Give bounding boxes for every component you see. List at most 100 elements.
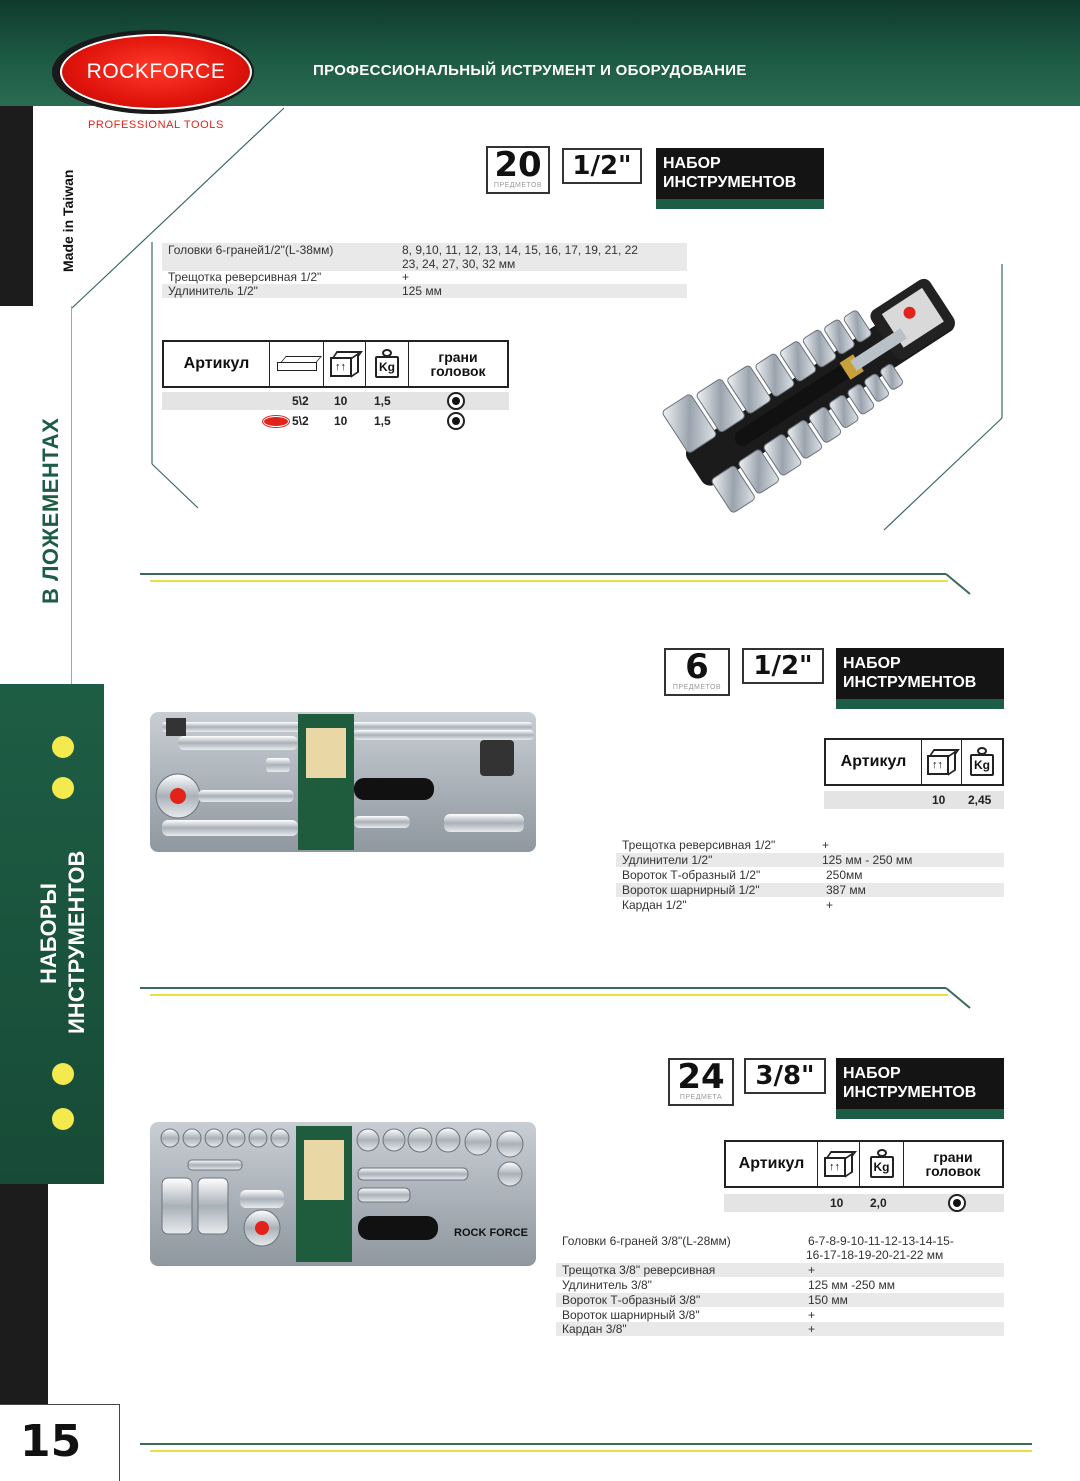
section-divider (140, 987, 971, 1009)
set2-spec-row: Трещотка реверсивная 1/2" + (616, 838, 1004, 852)
spec-value: + (808, 1322, 816, 1336)
set3-count-box: 24 ПРЕДМЕТА (668, 1058, 734, 1106)
logo-text: ROCKFORCE (86, 60, 226, 83)
set2-article-table: Артикул ↑↑ Kg (824, 738, 1004, 786)
section-label-line2: ИНСТРУМЕНТОВ (64, 850, 89, 1034)
set3-count-label: ПРЕДМЕТА (679, 1094, 723, 1101)
tray-icon (275, 354, 322, 374)
spec-value: + (822, 838, 830, 852)
bullet-dot (52, 1063, 74, 1085)
set1-title-badge: НАБОР ИНСТРУМЕНТОВ (656, 148, 824, 209)
weight-icon: Kg (969, 747, 995, 777)
spec-name: Кардан 3/8" (562, 1322, 627, 1336)
spec-value: 387 мм (826, 883, 866, 897)
page-number: 15 (20, 1416, 82, 1467)
hex-face-icon (447, 392, 465, 410)
set2-title-line1: НАБОР (843, 655, 901, 672)
set3-count: 24 (677, 1057, 725, 1097)
page-number-box (0, 1404, 120, 1481)
category-label: В ЛОЖЕМЕНТАХ (38, 417, 63, 604)
sidebar-dark-top (0, 106, 33, 306)
set2-spec-row: Вороток Т-образный 1/2" 250мм (616, 868, 1004, 882)
logo-oval (60, 34, 252, 110)
weight-header: Kg (962, 740, 1002, 784)
table-row: 10 2,45 (824, 791, 1004, 809)
sidebar-dark-bottom (0, 1184, 48, 1406)
set2-count-label: ПРЕДМЕТОВ (672, 684, 722, 691)
spec-name: Головки 6-граней 3/8"(L-28мм) (562, 1234, 731, 1248)
set1-count: 20 (494, 145, 542, 185)
set2-drive: 1/2" (742, 648, 824, 684)
bullet-dot (52, 777, 74, 799)
article-header: Артикул (826, 740, 922, 784)
tray-header (270, 342, 324, 386)
set2-count: 6 (685, 647, 709, 687)
spec-name: Вороток Т-образный 3/8" (562, 1293, 701, 1307)
qty-cell: 10 (334, 414, 348, 428)
set3-title-line2: ИНСТРУМЕНТОВ (843, 1084, 977, 1101)
qty-cell: 10 (830, 1196, 844, 1210)
bullet-dot (52, 1108, 74, 1130)
weight-header: Kg (366, 342, 409, 386)
spec-value: + (808, 1263, 816, 1277)
table-row: 5\2 10 1,5 (162, 392, 509, 410)
pack-cell: 5\2 (292, 394, 309, 408)
bottom-divider (140, 1443, 1032, 1452)
box-icon: ↑↑ (925, 747, 960, 777)
section-divider (140, 573, 971, 595)
spec-name: Головки 6-граней1/2"(L-38мм) (168, 243, 334, 257)
spec-value: 150 мм (808, 1293, 848, 1307)
spec-name: Удлинители 1/2" (622, 853, 713, 867)
spec-value: + (402, 270, 410, 284)
set3-spec-row: Кардан 3/8" + (556, 1322, 1004, 1336)
weight-cell: 2,45 (968, 793, 992, 807)
set1-spec-row: Головки 6-граней1/2"(L-38мм) 8, 9,10, 11… (162, 243, 687, 271)
article-header: Артикул (164, 342, 270, 386)
set2-spec-row: Удлинители 1/2" 125 мм - 250 мм (616, 853, 1004, 867)
weight-icon: Kg (374, 349, 400, 379)
sidebar-white-panel (0, 306, 72, 686)
table-row: 5\2 10 1,5 (162, 412, 509, 430)
weight-header: Kg (860, 1142, 904, 1186)
bullet-dot (52, 736, 74, 758)
spec-name: Трещотка реверсивная 1/2" (622, 838, 776, 852)
set3-spec-row: Трещотка 3/8" реверсивная + (556, 1263, 1004, 1277)
package-header: ↑↑ (324, 342, 366, 386)
set1-drive: 1/2" (562, 148, 642, 184)
spec-value: + (808, 1308, 816, 1322)
spec-value: 8, 9,10, 11, 12, 13, 14, 15, 16, 17, 19,… (402, 243, 638, 257)
set3-spec-row: Вороток шарнирный 3/8" + (556, 1308, 1004, 1322)
set2-title-badge: НАБОР ИНСТРУМЕНТОВ (836, 648, 1004, 709)
box-icon: ↑↑ (328, 349, 363, 379)
set1-spec-row: Удлинитель 1/2" 125 мм (162, 284, 687, 298)
set1-title-line1: НАБОР (663, 155, 721, 172)
spec-value-cont: 23, 24, 27, 30, 32 мм (402, 257, 516, 271)
set2-spec-row: Вороток шарнирный 1/2" 387 мм (616, 883, 1004, 897)
pack-cell: 5\2 (292, 414, 309, 428)
qty-cell: 10 (334, 394, 348, 408)
tray-brand-label: ROCK FORCE (454, 1227, 528, 1239)
spec-name: Трещотка 3/8" реверсивная (562, 1263, 716, 1277)
set2-product-image (150, 712, 536, 852)
spec-value: 125 мм -250 мм (808, 1278, 896, 1292)
set3-title-line1: НАБОР (843, 1065, 901, 1082)
table-row: 10 2,0 (724, 1194, 1004, 1212)
set1-product-image (662, 278, 955, 513)
box-icon: ↑↑ (822, 1149, 857, 1179)
spec-value: 125 мм (402, 284, 442, 298)
set1-title-line2: ИНСТРУМЕНТОВ (663, 174, 797, 191)
brand-sticker-icon (263, 416, 289, 427)
spec-value-cont: 16-17-18-19-20-21-22 мм (806, 1248, 944, 1262)
set3-spec-row: Удлинитель 3/8" 125 мм -250 мм (556, 1278, 1004, 1292)
weight-cell: 1,5 (374, 414, 391, 428)
set1-count-box: 20 ПРЕДМЕТОВ (486, 146, 550, 194)
made-in-label: Made in Taiwan (60, 169, 76, 272)
spec-name: Кардан 1/2" (622, 898, 687, 912)
weight-cell: 2,0 (870, 1196, 887, 1210)
set2-count-box: 6 ПРЕДМЕТОВ (664, 648, 730, 696)
